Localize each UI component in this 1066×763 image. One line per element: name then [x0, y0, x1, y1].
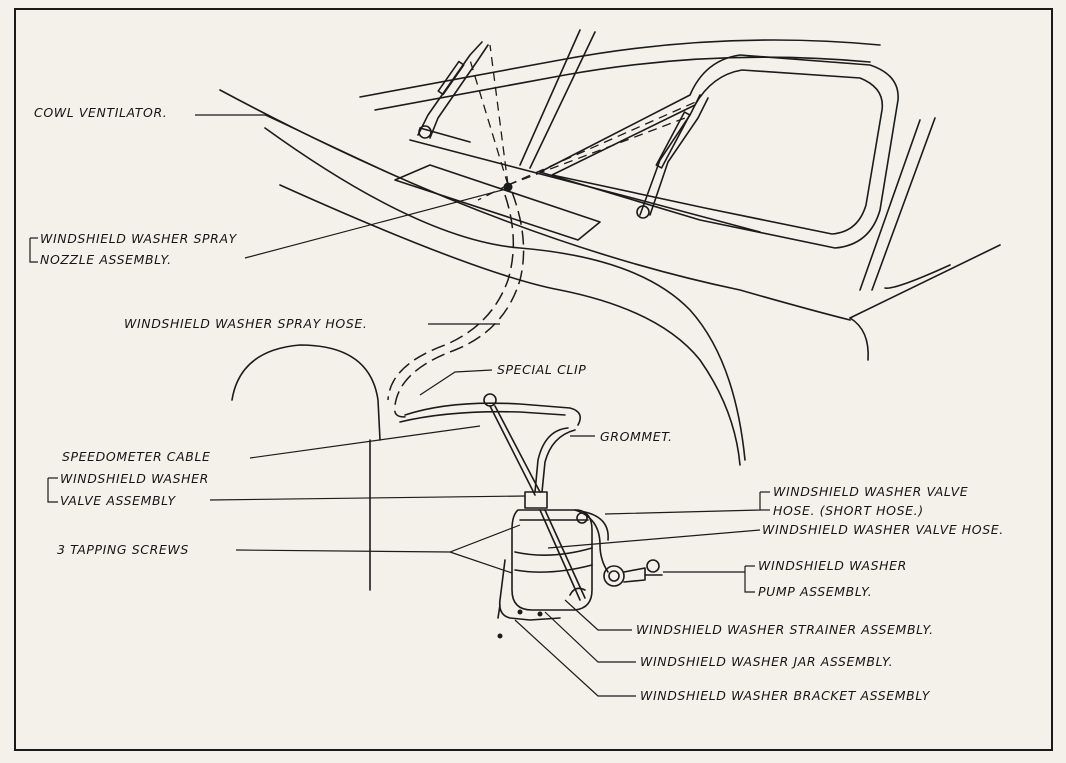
label-jar-assembly: WINDSHIELD WASHER JAR ASSEMBLY.	[640, 654, 893, 669]
label-strainer-assembly: WINDSHIELD WASHER STRAINER ASSEMBLY.	[636, 622, 934, 637]
label-spray-nozzle-2: NOZZLE ASSEMBLY.	[40, 252, 172, 267]
label-valve-assembly-2: VALVE ASSEMBLY	[60, 493, 177, 508]
label-pump-assembly-2: PUMP ASSEMBLY.	[758, 584, 872, 599]
spray-pattern	[469, 44, 701, 201]
spray-hose	[393, 191, 525, 418]
label-special-clip: SPECIAL CLIP	[497, 362, 586, 377]
washer-jar	[497, 491, 609, 639]
label-valve-hose-short-1: WINDSHIELD WASHER VALVE	[773, 484, 968, 499]
cowl-ventilator-panel	[394, 164, 601, 241]
label-tapping-screws: 3 TAPPING SCREWS	[57, 542, 189, 557]
callout-labels: COWL VENTILATOR. WINDSHIELD WASHER SPRAY…	[34, 105, 1004, 703]
label-speedometer-cable: SPEEDOMETER CABLE	[62, 449, 211, 464]
leader-lines	[29, 114, 770, 697]
label-spray-hose: WINDSHIELD WASHER SPRAY HOSE.	[124, 316, 367, 331]
label-valve-assembly-1: WINDSHIELD WASHER	[60, 471, 209, 486]
spray-nozzle	[503, 182, 513, 192]
label-bracket-assembly: WINDSHIELD WASHER BRACKET ASSEMBLY	[640, 688, 931, 703]
hood-fender-lines	[219, 89, 851, 591]
label-valve-hose: WINDSHIELD WASHER VALVE HOSE.	[762, 522, 1004, 537]
diagram-border	[14, 8, 1053, 751]
label-valve-hose-short-2: HOSE. (SHORT HOSE.)	[773, 503, 924, 518]
wiper-blades	[417, 41, 709, 219]
label-grommet: GROMMET.	[600, 429, 673, 444]
label-spray-nozzle-1: WINDSHIELD WASHER SPRAY	[40, 231, 238, 246]
label-cowl-ventilator: COWL VENTILATOR.	[34, 105, 167, 120]
windshield-frame	[359, 29, 1001, 361]
grommet-ring	[483, 393, 497, 407]
valve-hose-run	[404, 402, 581, 426]
washer-pump	[603, 559, 663, 587]
label-pump-assembly-1: WINDSHIELD WASHER	[758, 558, 907, 573]
